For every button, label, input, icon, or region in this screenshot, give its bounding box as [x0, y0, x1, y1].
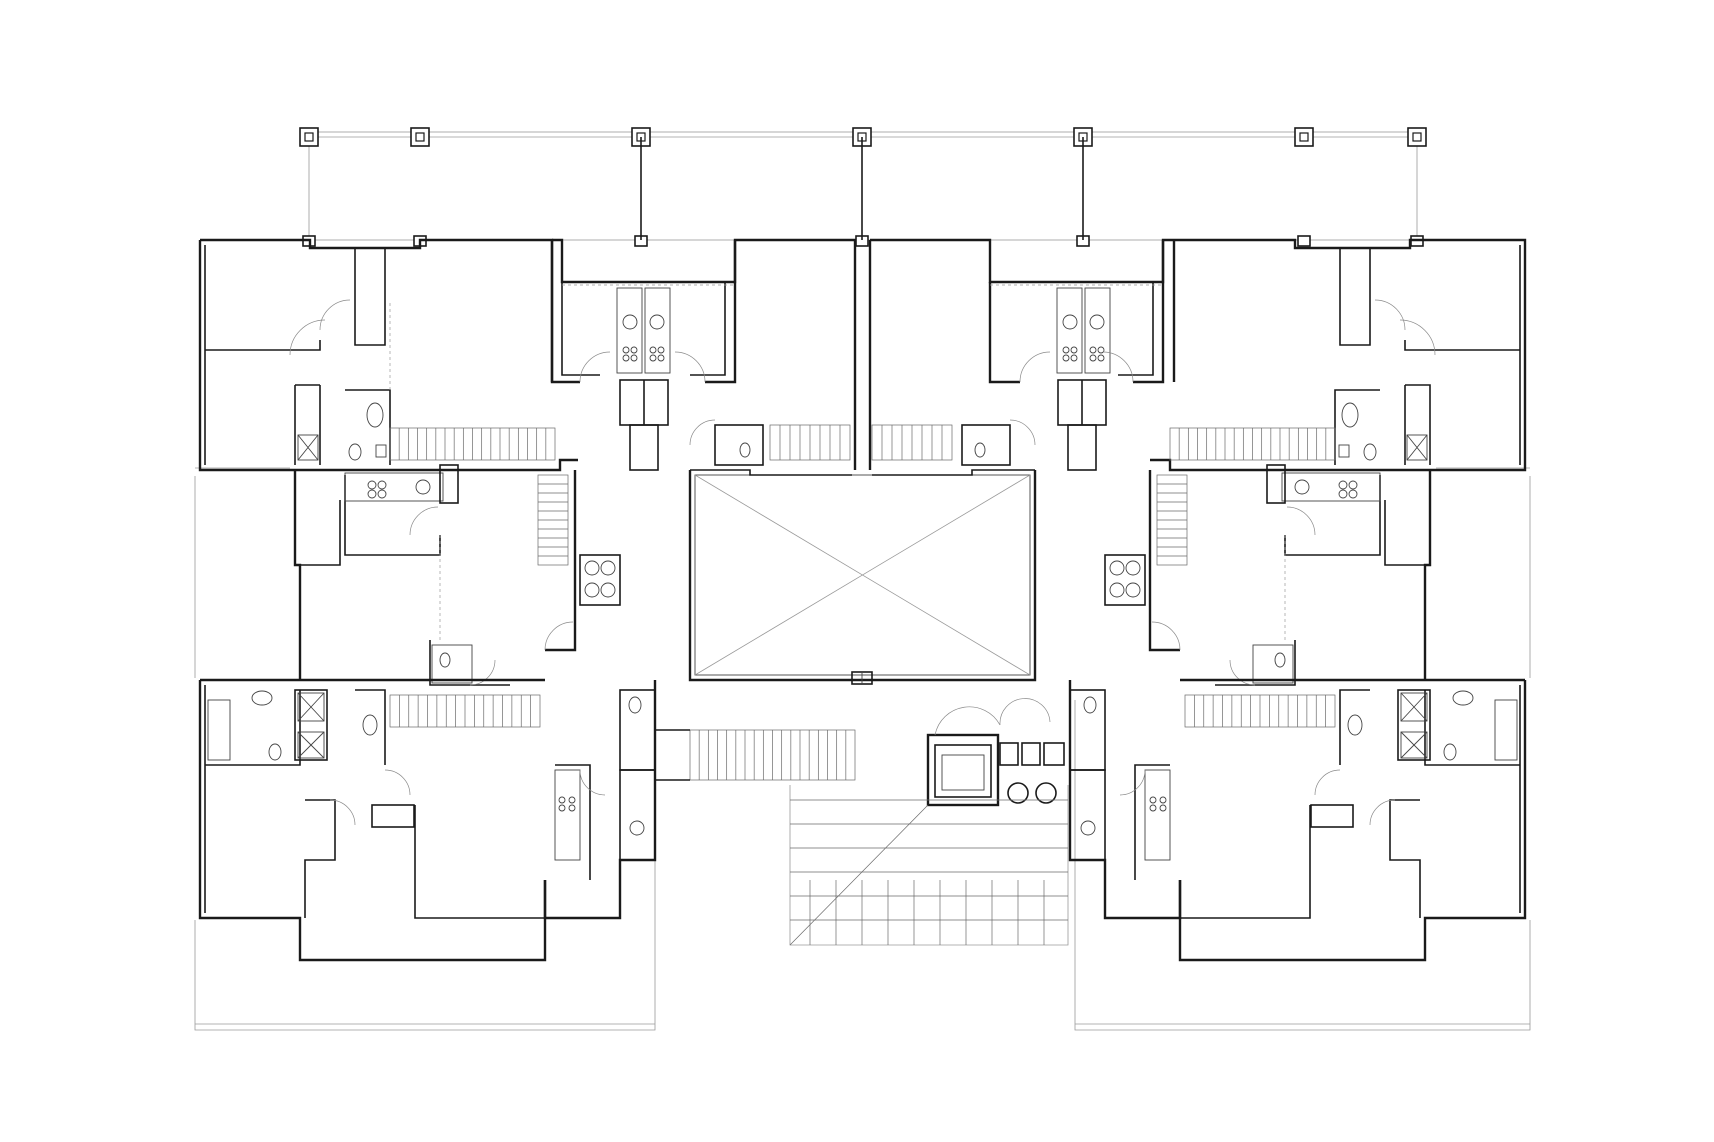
column [1407, 127, 1427, 147]
apartment-middle-left [293, 464, 621, 686]
stair-bottom-right [1194, 695, 1326, 727]
column [299, 127, 319, 147]
central-courtyard [688, 238, 1037, 685]
central-core [655, 698, 1069, 946]
apartment-top-right [1150, 238, 1527, 472]
apartment-bottom-left [198, 678, 657, 962]
column-core [1299, 132, 1309, 142]
column [410, 127, 430, 147]
apartment-top-center-left [550, 238, 748, 471]
column-stub [1297, 235, 1311, 247]
main-entrance-stair [790, 799, 1068, 945]
site-boundary [194, 467, 1531, 1031]
stair-middle-left [538, 483, 568, 557]
apartment-middle-right [1104, 464, 1432, 686]
stair-top-left [398, 428, 547, 460]
stair-top-right [1178, 428, 1327, 460]
apartment-bottom-right [1068, 678, 1527, 962]
stair-middle-right [1157, 483, 1187, 557]
column-core [415, 132, 425, 142]
stair-center-right [881, 425, 943, 460]
column-core [1412, 132, 1422, 142]
stair-center-left [779, 425, 841, 460]
column-core [304, 132, 314, 142]
top-pergola [299, 127, 1427, 247]
apartment-top-center-right [980, 238, 1174, 471]
pergola-columns [299, 127, 1427, 247]
column [1294, 127, 1314, 147]
stair-core [698, 730, 847, 780]
stair-bottom-left [399, 695, 531, 727]
apartment-top-left [198, 238, 578, 472]
